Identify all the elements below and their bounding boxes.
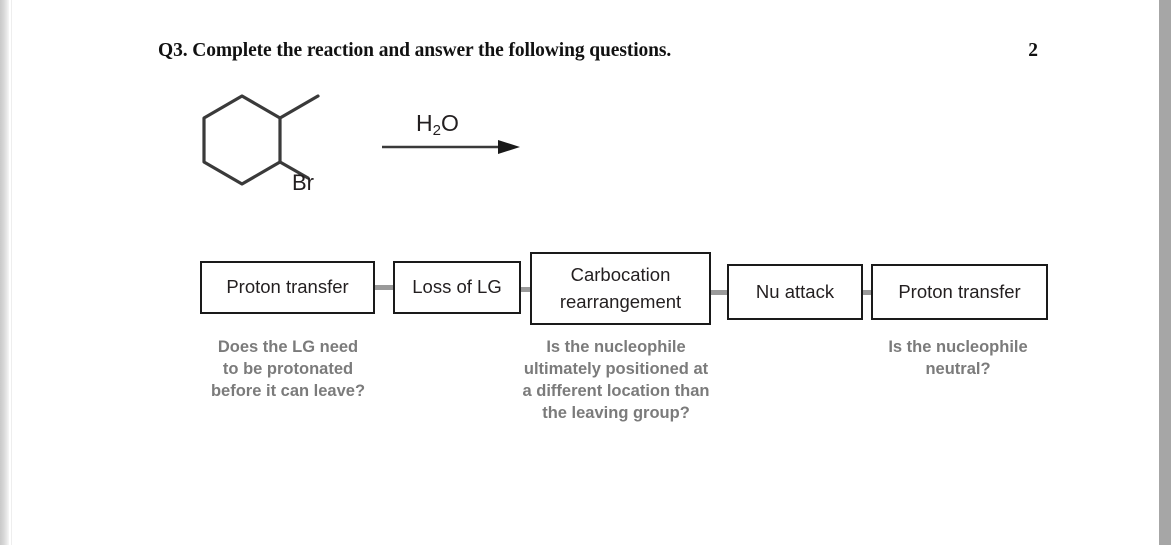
arrow-head xyxy=(498,140,520,154)
page-left-edge-shadow xyxy=(0,0,9,545)
reaction-scheme xyxy=(180,85,580,215)
flow-step-label: Nu attack xyxy=(755,280,835,302)
flow-connector-2 xyxy=(519,287,531,292)
cyclohexane-structure-svg xyxy=(202,94,520,186)
caption-line: before it can leave? xyxy=(210,381,366,400)
page-right-edge-shadow xyxy=(1159,0,1171,545)
caption-line: Is the nucleophile xyxy=(888,338,1028,356)
question-header: Q3. Complete the reaction and answer the… xyxy=(158,40,1038,62)
page-left-margin-line xyxy=(9,0,12,545)
flow-step-label: Loss of LG xyxy=(412,276,502,298)
reagent-subscript: 2 xyxy=(432,122,441,139)
flow-step-box-1[interactable]: Proton transfer xyxy=(200,261,375,314)
caption-line: a different location than xyxy=(522,381,710,400)
substituent-label-br: Br xyxy=(292,170,314,195)
question-marks: 2 xyxy=(1028,40,1038,61)
flow-step-box-4[interactable]: Nu attack xyxy=(727,264,863,320)
caption-nucleophile-position: Is the nucleophile ultimately positioned … xyxy=(500,337,732,425)
caption-leaving-group: Does the LG need to be protonated before i… xyxy=(196,337,380,403)
caption-line: Is the nucleophile xyxy=(546,338,686,356)
flow-step-box-2[interactable]: Loss of LG xyxy=(393,261,521,314)
caption-line: to be protonated xyxy=(222,359,354,378)
flow-step-label: Proton transfer xyxy=(226,276,349,298)
flow-connector-1 xyxy=(374,285,394,290)
reagent-label-water: H2O xyxy=(416,110,459,139)
caption-line: ultimately positioned at xyxy=(523,359,709,378)
flow-connector-3 xyxy=(710,290,728,295)
page-title: Q3. Complete the reaction and answer the… xyxy=(158,40,672,61)
caption-line: neutral? xyxy=(925,359,991,378)
flow-step-label: Proton transfer xyxy=(898,280,1021,302)
caption-nucleophile-neutral: Is the nucleophile neutral? xyxy=(862,337,1054,381)
caption-line: the leaving group? xyxy=(542,403,690,422)
flow-connector-4 xyxy=(861,290,872,295)
reagent-h: H xyxy=(416,110,433,136)
caption-line: Does the LG need xyxy=(217,338,359,356)
flow-step-box-5[interactable]: Proton transfer xyxy=(871,264,1048,320)
reagent-o: O xyxy=(440,110,459,136)
